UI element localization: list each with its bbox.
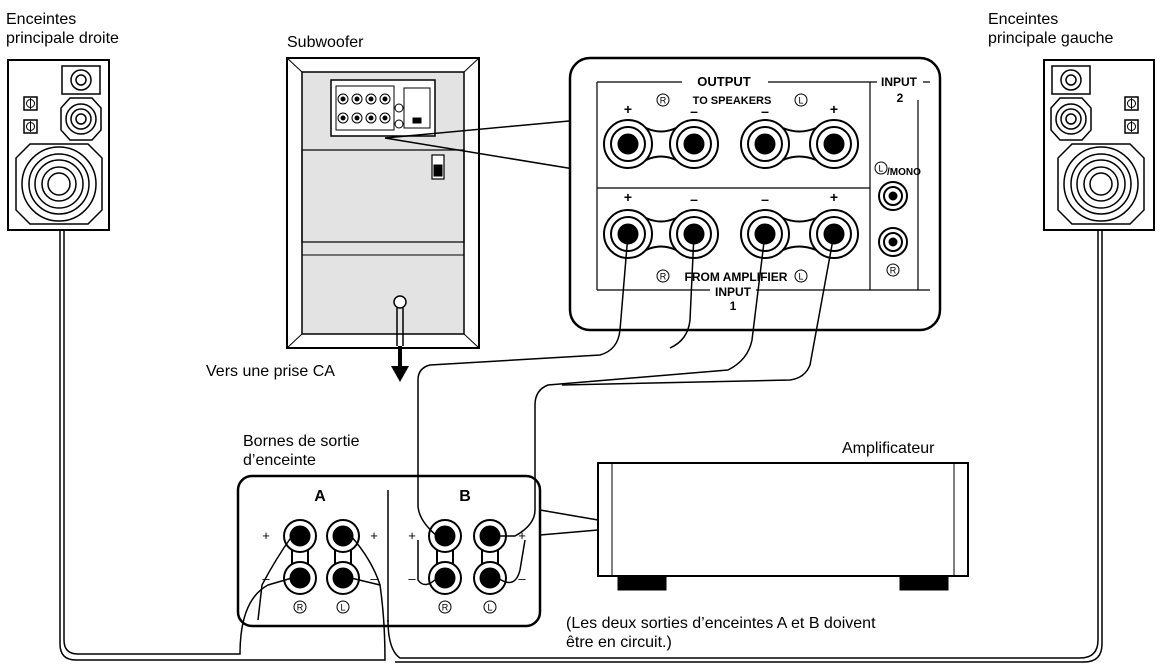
a-plus-l: + [370, 528, 378, 543]
left-speaker-label-2: principale gauche [988, 30, 1114, 47]
terminal-group-b: B [459, 488, 471, 505]
subwoofer-mini-terminals [337, 93, 422, 129]
amplifier-unit [597, 462, 969, 591]
output-terminal-l-minus [740, 119, 790, 169]
amp-terminals [283, 519, 507, 595]
rca-jack-l-mono [878, 181, 908, 211]
output-l-marker: L [798, 96, 803, 106]
input1-number: 1 [730, 299, 737, 313]
b-minus-r: – [408, 571, 416, 586]
input-minus-r: – [690, 191, 698, 207]
to-speakers-label: TO SPEAKERS [693, 95, 772, 107]
panel-output-terminals [603, 119, 859, 169]
subwoofer-panel-magnified [568, 56, 942, 332]
a-minus-r: – [262, 571, 270, 586]
subwoofer-cabinet [286, 57, 480, 366]
panel-rca-jacks [878, 181, 908, 257]
terminal-a-r-plus [283, 519, 317, 553]
input-plus-l: + [830, 189, 838, 205]
terminal-b-l-plus [473, 519, 507, 553]
magnifier-callout-line [384, 119, 581, 171]
speaker-cables [59, 230, 1103, 663]
cable-left-speaker [387, 230, 1099, 659]
ac-outlet-label: Vers une prise CA [206, 363, 335, 380]
output-terminal-l-plus [809, 119, 859, 169]
input-l-marker: L [798, 272, 803, 282]
input-r-marker: R [660, 272, 667, 282]
cable-b-l [498, 233, 766, 537]
output-minus-r: – [690, 103, 698, 119]
right-speaker-label-2: principale droite [6, 30, 119, 47]
a-l-marker: L [340, 603, 345, 613]
output-label: OUTPUT [697, 74, 751, 89]
rca-r-marker: R [890, 266, 897, 276]
note-label-1: (Les deux sorties d’enceintes A et B doi… [566, 615, 876, 632]
amp-terminal-panel [236, 474, 599, 628]
a-plus-r: + [262, 528, 270, 543]
terminal-b-r-minus [428, 561, 462, 595]
cable-b-r [417, 233, 629, 537]
output-terminal-r-minus [669, 119, 719, 169]
b-r-marker: R [442, 603, 449, 613]
subwoofer-label: Subwoofer [287, 34, 364, 51]
input-minus-l: – [761, 191, 769, 207]
rca-jack-r [878, 227, 908, 257]
mono-l-marker: L [878, 164, 883, 174]
a-minus-l: – [370, 571, 378, 586]
input2-label: INPUT [881, 75, 918, 89]
terminal-b-l-minus [473, 561, 507, 595]
terminal-a-r-minus [283, 561, 317, 595]
right-speaker-label-1: Enceintes [6, 11, 76, 28]
input2-number: 2 [897, 91, 904, 105]
mono-label: /MONO [887, 167, 921, 178]
output-minus-l: – [761, 103, 769, 119]
left-main-speaker [1043, 59, 1155, 231]
b-l-marker: L [487, 603, 492, 613]
terminal-group-a: A [314, 488, 326, 505]
terminal-a-l-minus [326, 561, 360, 595]
b-plus-r: + [408, 528, 416, 543]
a-r-marker: R [297, 603, 304, 613]
output-terminal-r-plus [603, 119, 653, 169]
cable-b-l-minus [561, 233, 835, 386]
terminal-b-r-plus [428, 519, 462, 553]
output-plus-l: + [830, 101, 838, 117]
panel-labels: OUTPUT TO SPEAKERS INPUT 2 + – – + + – –… [624, 72, 923, 313]
from-amplifier-label: FROM AMPLIFIER [685, 270, 788, 284]
terminals-label-1: Bornes de sortie [243, 433, 360, 450]
amp-terminal-labels: A B + + – – + + – – R L R L [262, 488, 526, 614]
output-plus-r: + [624, 101, 632, 117]
amplifier-label: Amplificateur [842, 440, 935, 457]
terminals-label-2: d’enceinte [243, 452, 316, 469]
b-plus-l: + [518, 528, 526, 543]
output-r-marker: R [660, 96, 667, 106]
input-plus-r: + [624, 189, 632, 205]
left-speaker-label-1: Enceintes [988, 11, 1058, 28]
terminal-a-l-plus [326, 519, 360, 553]
outer-labels: Enceintes principale droite Enceintes pr… [6, 11, 1114, 651]
input1-label: INPUT [715, 285, 752, 299]
note-label-2: être en circuit.) [566, 634, 672, 651]
cable-right-speaker [59, 230, 386, 661]
b-minus-l: – [518, 571, 526, 586]
ac-outlet-arrow-icon [391, 366, 409, 382]
right-main-speaker [7, 59, 110, 231]
